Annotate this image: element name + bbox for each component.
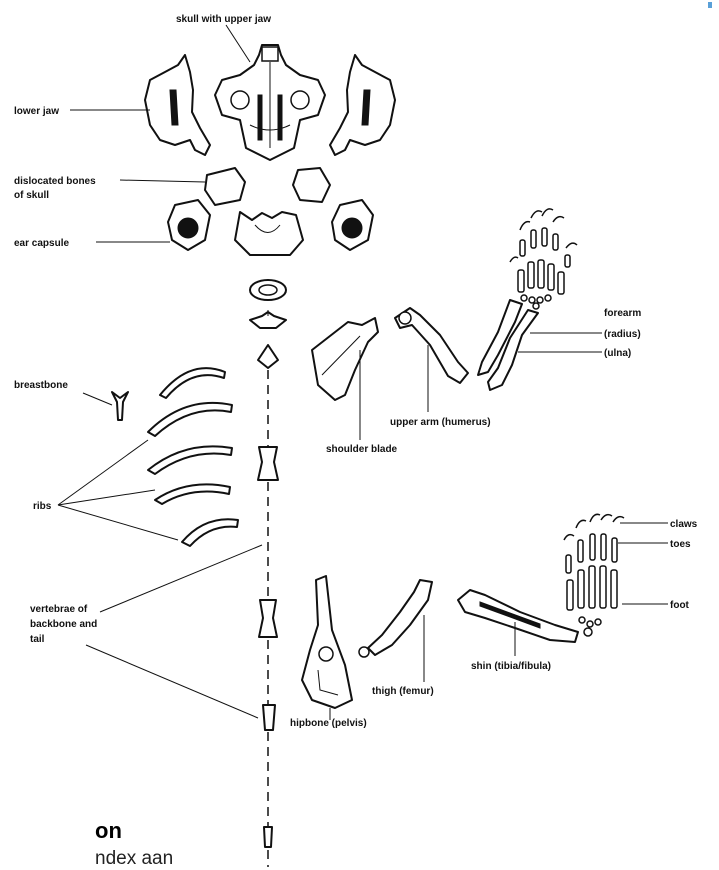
ribs xyxy=(148,368,238,546)
breastbone xyxy=(112,392,128,420)
label-dislocated-bones: dislocated bones xyxy=(14,176,96,187)
label-vertebrae-1: vertebrae of xyxy=(30,604,88,615)
ear-capsule-left xyxy=(168,200,210,250)
label-lower-jaw: lower jaw xyxy=(14,106,59,117)
label-thigh: thigh (femur) xyxy=(372,686,434,697)
upper-arm-humerus xyxy=(395,308,468,383)
label-toes: toes xyxy=(670,539,691,550)
thigh-femur xyxy=(359,580,432,657)
label-hipbone: hipbone (pelvis) xyxy=(290,718,367,729)
label-skull: skull with upper jaw xyxy=(176,14,271,25)
skull-with-upper-jaw xyxy=(215,45,325,160)
forearm xyxy=(478,300,538,390)
lower-jaw-left xyxy=(145,55,210,155)
ear-capsule-right xyxy=(332,200,373,250)
label-shoulder-blade: shoulder blade xyxy=(326,444,398,455)
spine xyxy=(250,280,286,867)
label-forearm: forearm xyxy=(604,308,641,319)
label-ribs: ribs xyxy=(33,501,52,512)
label-vertebrae-3: tail xyxy=(30,634,45,645)
label-ulna: (ulna) xyxy=(604,348,631,359)
dislocated-skull-bones xyxy=(205,168,330,255)
label-of-skull: of skull xyxy=(14,190,49,201)
label-shin: shin (tibia/fibula) xyxy=(471,661,551,672)
lower-jaw-right xyxy=(330,55,395,155)
label-radius: (radius) xyxy=(604,329,641,340)
footer-heading: on xyxy=(95,818,122,844)
label-claws: claws xyxy=(670,519,698,530)
label-foot: foot xyxy=(670,600,690,611)
shoulder-blade xyxy=(312,318,378,400)
label-breastbone: breastbone xyxy=(14,380,68,391)
shin-tibia-fibula xyxy=(458,590,578,642)
label-ear-capsule: ear capsule xyxy=(14,238,69,249)
label-vertebrae-2: backbone and xyxy=(30,619,97,630)
foot xyxy=(564,514,624,636)
hipbone-pelvis xyxy=(302,576,352,708)
label-upper-arm: upper arm (humerus) xyxy=(390,417,491,428)
hand xyxy=(510,209,577,309)
